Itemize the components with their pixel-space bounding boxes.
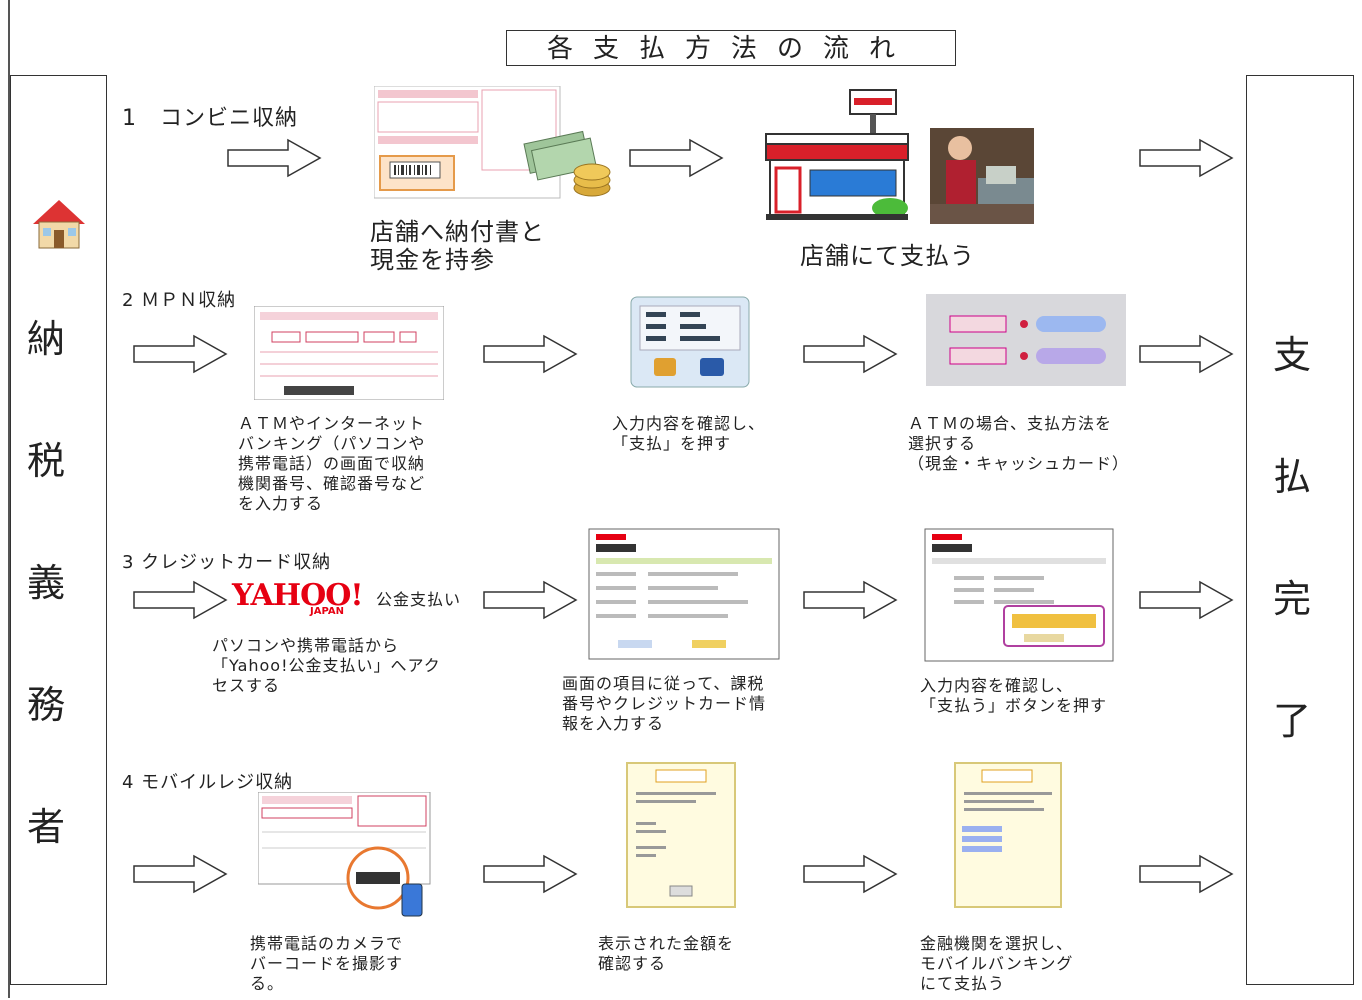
yahoo-form-screen [588,528,780,660]
mobile-barcode-invoice-image [257,791,438,922]
yahoo-logo-text: YAHOO! [232,578,364,613]
arrow-icon [803,580,898,620]
row2-heading: 2 ＭＰＮ収納 [122,290,237,311]
page-left-rule [8,0,10,998]
mobile-bank-select-screen [954,762,1062,908]
payment-complete-box: 支 払 完 了 [1246,75,1354,985]
row4-caption-3: 金融機関を選択し、 モバイルバンキング にて支払う [920,934,1074,993]
complete-char-1: 支 [1273,333,1312,377]
arrow-icon [803,854,898,894]
taxpayer-char-1: 納 [27,317,66,361]
row4-caption-2: 表示された金額を 確認する [598,934,735,973]
taxpayer-char-5: 者 [27,805,66,849]
yahoo-logo: YAHOO! JAPAN [232,578,372,618]
mpn-confirm-screen [630,296,750,388]
arrow-icon [483,580,578,620]
house-icon [29,196,89,252]
arrow-icon [1139,580,1234,620]
arrow-icon [133,334,228,374]
row3-caption-1: パソコンや携帯電話から 「Yahoo!公金支払い」へアク セスする [212,636,441,695]
invoice-with-cash-image [373,85,614,216]
row2-caption-3: ＡＴＭの場合、支払方法を 選択する （現金・キャッシュカード） [908,414,1130,473]
mpn-invoice-image [253,305,445,401]
complete-char-2: 払 [1273,455,1312,499]
row3-caption-3: 入力内容を確認し、 「支払う」ボタンを押す [920,676,1108,715]
arrow-icon [1139,854,1234,894]
complete-char-3: 完 [1273,577,1312,621]
arrow-icon [133,854,228,894]
row4-heading: 4 モバイルレジ収納 [122,772,294,793]
taxpayer-box: 納 税 義 務 者 [10,75,107,985]
yahoo-public-payment-label: 公金支払い [376,590,462,609]
arrow-icon [1139,334,1234,374]
row4-caption-1: 携帯電話のカメラで バーコードを撮影す る。 [250,934,404,993]
row3-caption-2: 画面の項目に従って、課税 番号やクレジットカード情 報を入力する [562,674,767,733]
diagram-title: 各支払方法の流れ [506,30,956,66]
row1-caption-2: 店舗にて支払う [800,242,975,270]
convenience-store-icon [762,88,912,224]
row3-heading: 3 クレジットカード収納 [122,552,332,573]
arrow-icon [483,854,578,894]
arrow-icon [803,334,898,374]
row2-caption-2: 入力内容を確認し、 「支払」を押す [612,414,766,453]
yahoo-logo-sub: JAPAN [310,606,344,617]
taxpayer-char-4: 務 [27,683,66,727]
arrow-icon [227,138,322,178]
arrow-icon [1139,138,1234,178]
atm-select-screen [926,294,1126,386]
row1-caption-1: 店舗へ納付書と 現金を持参 [370,218,545,274]
arrow-icon [629,138,724,178]
complete-char-4: 了 [1273,699,1312,743]
mobile-amount-screen [626,762,736,908]
row1-heading: 1 コンビニ収納 [122,106,298,131]
cashier-person-image [930,128,1034,224]
row2-caption-1: ＡＴＭやインターネット バンキング（パソコンや 携帯電話）の画面で収納 機関番号… [238,414,426,513]
taxpayer-char-3: 義 [27,561,66,605]
yahoo-confirm-screen [924,528,1114,662]
arrow-icon [483,334,578,374]
arrow-icon [133,580,228,620]
taxpayer-char-2: 税 [27,439,66,483]
